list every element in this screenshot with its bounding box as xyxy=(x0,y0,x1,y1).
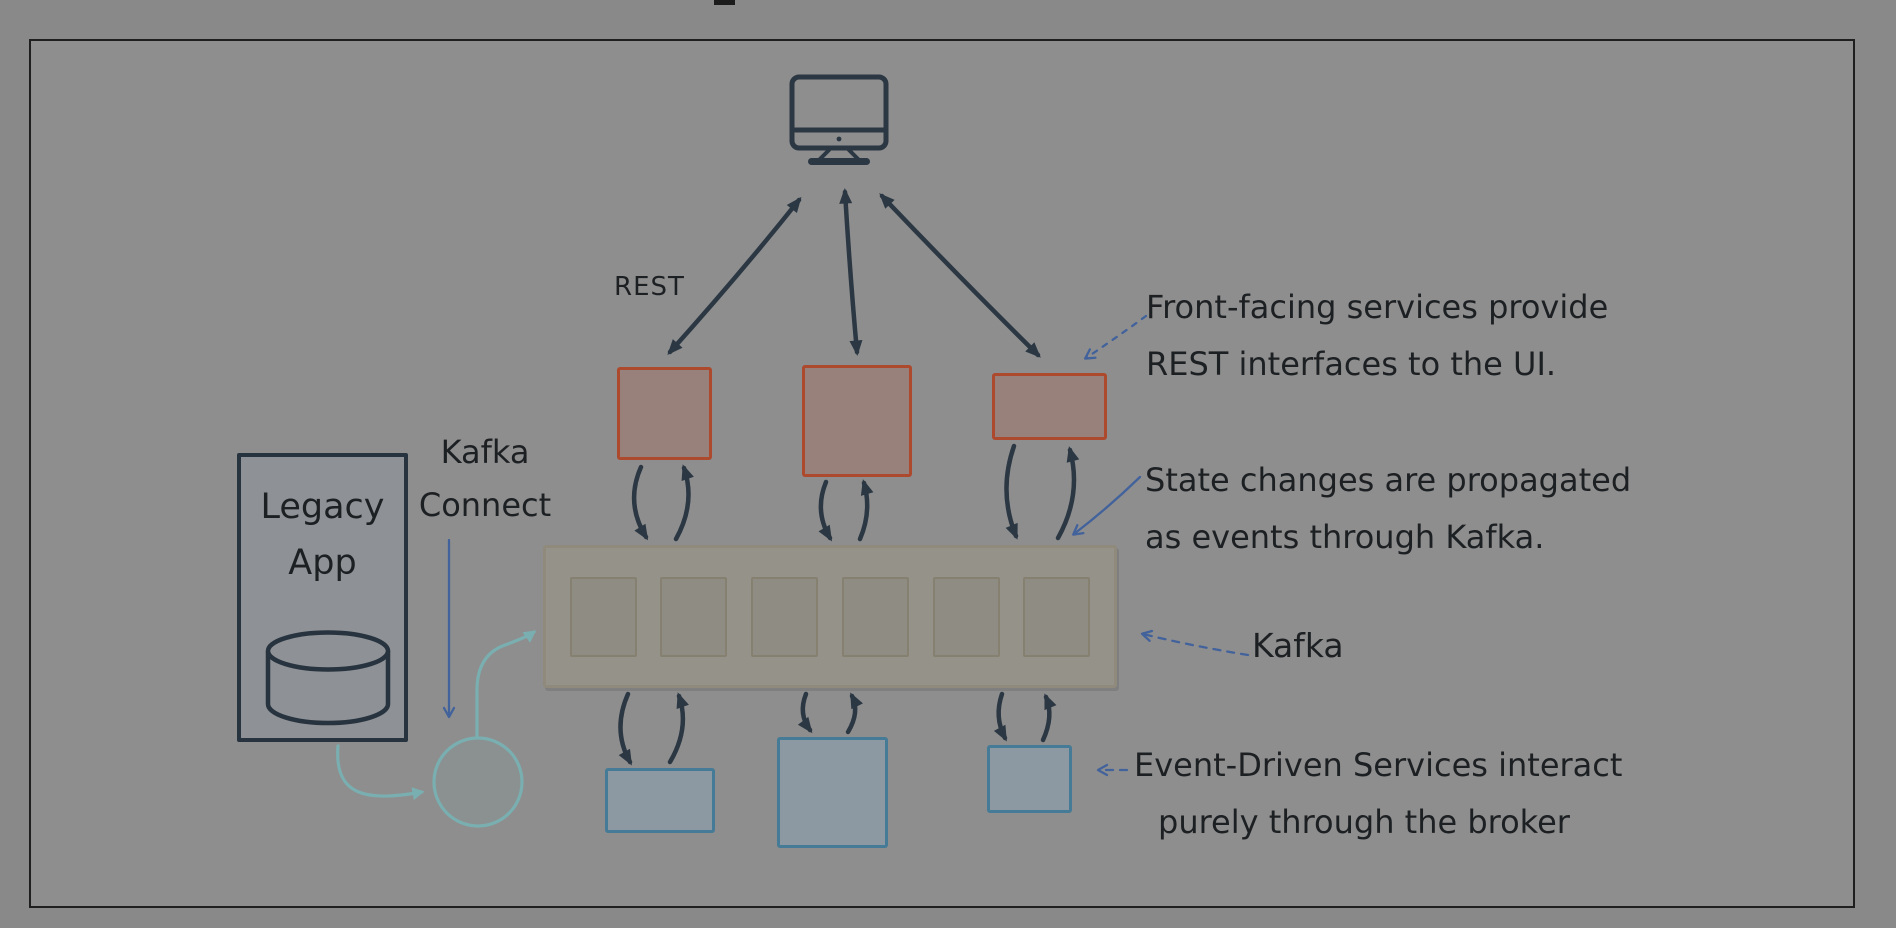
kafka-partition xyxy=(1023,576,1091,657)
annotation-line: Event-Driven Services interact xyxy=(1134,746,1623,784)
annotation-event-driven: Event-Driven Services interact purely th… xyxy=(1134,737,1622,851)
service-kafka-arrows xyxy=(631,443,1080,542)
kafka-connect-flow-arrows xyxy=(336,630,537,801)
annotation-line: as events through Kafka. xyxy=(1145,518,1545,556)
kafka-pointer-arrow xyxy=(1140,629,1250,657)
event-service-box-3 xyxy=(987,745,1072,813)
kafka-connect-label-line2: Connect xyxy=(418,486,552,524)
kafka-partition xyxy=(660,576,728,657)
rest-label: REST xyxy=(614,272,685,302)
annotation-line: purely through the broker xyxy=(1158,803,1570,841)
front-facing-pointer-arrow xyxy=(1084,314,1148,360)
front-service-box-2 xyxy=(802,365,912,477)
kafka-partition xyxy=(569,576,637,657)
annotation-state-changes: State changes are propagated as events t… xyxy=(1145,452,1631,566)
kafka-connect-circle xyxy=(432,736,524,828)
cropped-glyph-artifact xyxy=(714,0,735,5)
annotation-front-facing: Front-facing services provide REST inter… xyxy=(1146,279,1608,393)
kafka-partition xyxy=(932,576,1000,657)
annotation-line: Front-facing services provide xyxy=(1146,288,1609,326)
event-service-box-2 xyxy=(777,737,888,848)
front-service-box-3 xyxy=(992,373,1107,440)
kafka-connect-label: Kafka Connect xyxy=(405,426,565,532)
annotation-line: State changes are propagated xyxy=(1145,461,1632,499)
front-service-box-1 xyxy=(617,367,712,460)
ui-rest-arrows xyxy=(667,188,1041,358)
kafka-connect-label-line1: Kafka xyxy=(440,433,530,471)
annotation-line: REST interfaces to the UI. xyxy=(1146,345,1557,383)
kafka-partition xyxy=(751,576,819,657)
legacy-app-label-line1: Legacy xyxy=(260,487,385,527)
database-icon xyxy=(265,630,391,726)
state-changes-pointer-arrow xyxy=(1072,475,1142,536)
kafka-bar xyxy=(543,545,1117,688)
monitor-icon xyxy=(789,74,889,165)
event-service-box-1 xyxy=(605,768,715,833)
kafka-label: Kafka xyxy=(1252,626,1344,665)
kafka-partition xyxy=(841,576,909,657)
kafka-consumer-arrows xyxy=(618,691,1057,766)
annotation-arrows xyxy=(1072,314,1250,777)
legacy-app-label-line2: App xyxy=(288,543,357,583)
